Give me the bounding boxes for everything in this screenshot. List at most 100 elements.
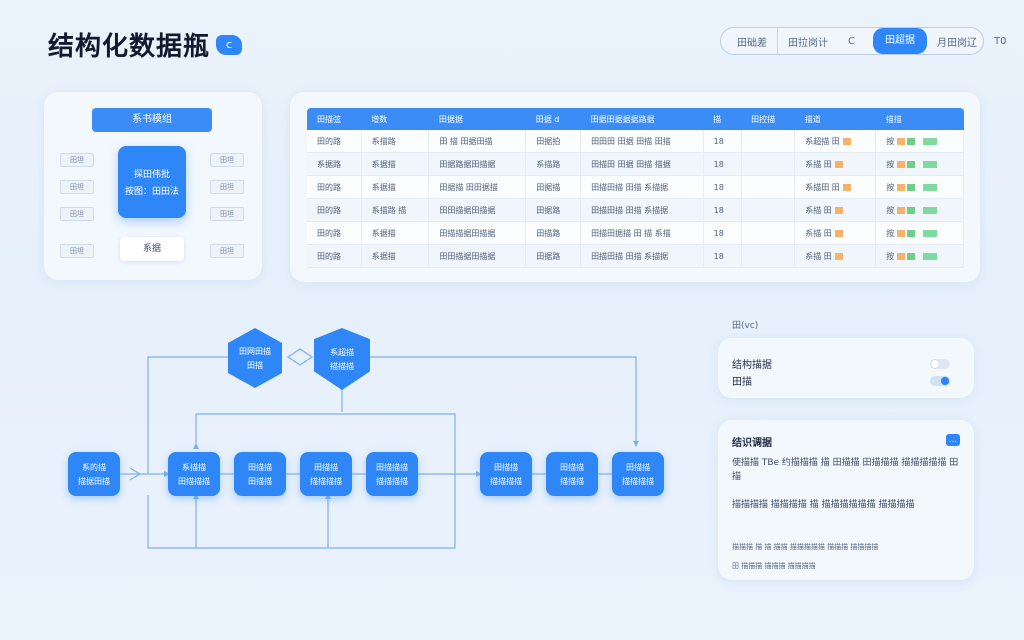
hierarchy-action-button[interactable]: 系据	[120, 237, 184, 261]
flow-node-label: 系超描	[330, 347, 354, 357]
column-header[interactable]: 田描弦	[307, 108, 362, 130]
cell-text: 系描 田	[805, 228, 832, 238]
cell-text: 系描路	[536, 159, 561, 169]
column-header[interactable]: 描道	[794, 108, 876, 130]
column-header[interactable]: 田据据	[428, 108, 526, 130]
left-tag[interactable]: 田坦	[60, 153, 94, 167]
flow-node-label: 描描描	[330, 361, 354, 371]
flow-node[interactable]: 田描描 描描描描	[300, 452, 352, 496]
nav-item-2[interactable]: 田拉岗计	[788, 37, 828, 49]
table-cell: 系描 田	[794, 152, 877, 176]
status-badge	[897, 183, 906, 191]
info-link[interactable]: 田 描描描 描描描 描描描描	[732, 562, 816, 570]
flow-node[interactable]: 田描描描 描描描描	[366, 452, 418, 496]
table-cell	[741, 244, 796, 268]
hierarchy-center-node[interactable]: 探田伟批 按图：田田法	[118, 146, 186, 218]
cell-text: 系据描	[371, 251, 396, 261]
cell-text: 按	[886, 182, 895, 192]
flow-node-label: 描描描描	[310, 476, 342, 486]
flow-node-start[interactable]: 系的描 描据田描	[68, 452, 120, 496]
flow-node-label: 田描描	[314, 462, 338, 472]
left-tag[interactable]: 田坦	[60, 244, 94, 258]
info-title: 结识调据	[732, 438, 772, 449]
right-tag[interactable]: 田坦	[210, 244, 244, 258]
status-badge	[907, 137, 916, 145]
cell-text: 18	[713, 205, 724, 215]
cell-text: 田田田 田据 田描 田描	[591, 136, 671, 146]
table-cell: 田描田据描 田 描 系描	[580, 221, 704, 245]
cell-text: 田 描 田据田描	[439, 136, 493, 146]
column-header[interactable]: 田控描	[741, 108, 795, 130]
flow-node[interactable]: 田描描 描描描描	[480, 452, 532, 496]
cell-text: 系描 田	[805, 159, 832, 169]
table-cell: 田田描据田描据	[428, 244, 527, 268]
status-badge	[923, 183, 938, 191]
cell-text: 系据描	[371, 182, 396, 192]
right-tag[interactable]: 田坦	[210, 153, 244, 167]
flow-node-label: 系的描	[82, 462, 106, 472]
cell-text: 田的路	[317, 136, 341, 146]
cell-text: 按	[886, 136, 895, 146]
info-footnote: 描描描 描 描 描描 描描描描描 描描描 描描描描	[732, 543, 879, 551]
table-cell: 按	[875, 244, 964, 268]
nav-item-4[interactable]: 月田岗辽	[936, 37, 977, 49]
column-header[interactable]: 增数	[361, 108, 429, 130]
table-cell: 系描路 描	[361, 198, 430, 222]
status-badge	[923, 229, 938, 237]
nav-item-3[interactable]: C	[848, 35, 855, 47]
status-badge	[907, 252, 916, 260]
cell-text: 田描田描 田描 系描据	[591, 251, 669, 261]
table-header-row: 田描弦 增数 田据据 田据 d 田据田据据据路据 描 田控描 描道 描描	[307, 108, 964, 130]
table-cell: 系超描 田	[794, 130, 877, 153]
hierarchy-header[interactable]: 系书模组	[92, 108, 212, 132]
toggle-switch[interactable]	[930, 375, 950, 386]
flow-node-label: 田描描	[626, 462, 650, 472]
flow-node[interactable]: 系描描 田描描描	[168, 452, 220, 496]
nav-item-1[interactable]: 田础差	[737, 37, 767, 49]
left-tag[interactable]: 田坦	[60, 207, 94, 221]
column-header[interactable]: 描描	[875, 108, 964, 130]
table-cell: 田的路	[307, 198, 362, 222]
nav-pill-group: 田础差 田拉岗计 C 田超据 月田岗辽	[720, 27, 984, 55]
flow-node-label: 描据田描	[78, 476, 110, 486]
table-cell: 田描田描 田描 系描据	[580, 198, 704, 222]
info-card	[718, 420, 974, 580]
flow-node[interactable]: 田描描 描描描	[546, 452, 598, 496]
table-cell: 田的路	[307, 221, 362, 245]
table-cell: 18	[703, 221, 742, 245]
flow-node-decision[interactable]: 田网田描 田描	[228, 328, 282, 388]
table-cell: 18	[703, 175, 742, 199]
column-header[interactable]: 田据田据据据路据	[580, 108, 704, 130]
nav-item-active[interactable]: 田超据	[872, 28, 927, 54]
cell-text: 田的路	[317, 251, 341, 261]
flow-node[interactable]: 田描描 田描描	[234, 452, 286, 496]
table-cell: 田田描据田描据	[428, 198, 527, 222]
flow-node-label: 田描	[247, 360, 263, 370]
center-node-line-2: 按图：田田法	[124, 187, 179, 197]
right-tag[interactable]: 田坦	[210, 180, 244, 194]
toggle-knob	[941, 376, 949, 385]
column-header[interactable]: 描	[703, 108, 742, 130]
cell-text: 田描田 田据 田描 描据	[591, 159, 671, 169]
right-tag[interactable]: 田坦	[210, 207, 244, 221]
column-header[interactable]: 田据 d	[525, 108, 581, 130]
cell-text: 田据路据田描据	[439, 159, 496, 169]
table-cell: 田据拍	[525, 130, 582, 153]
setting-label: 结构描据	[732, 360, 772, 371]
info-menu-button[interactable]: …	[946, 434, 960, 446]
table-cell: 田 描 田据田描	[428, 130, 527, 153]
left-tag[interactable]: 田坦	[60, 180, 94, 194]
flow-node-end[interactable]: 田描描 描描描描	[612, 452, 664, 496]
toggle-switch[interactable]	[930, 358, 950, 369]
nav-item-5[interactable]: T0	[993, 35, 1007, 47]
table-cell: 系描田 田	[794, 175, 877, 199]
page-title: 结构化数据瓶	[48, 32, 211, 62]
status-badge	[834, 206, 843, 214]
